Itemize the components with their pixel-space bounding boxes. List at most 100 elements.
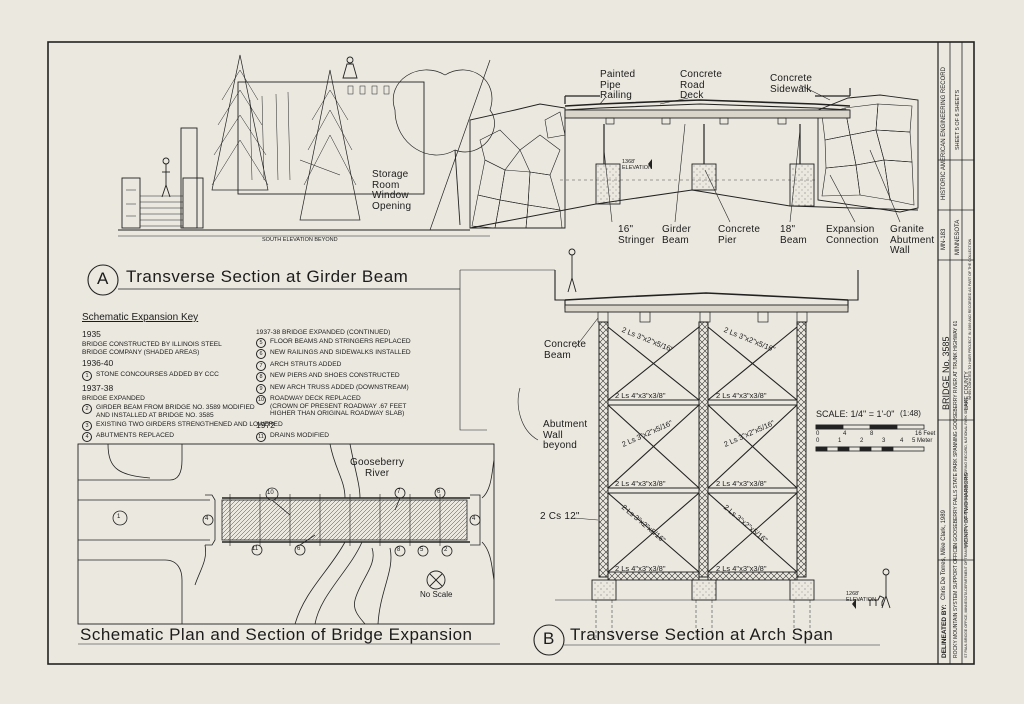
key-entry-text: 1936-40 [82, 358, 114, 369]
scale-feet-tick: 0 [816, 431, 820, 437]
key-entry-text: NEW RAILINGS AND SIDEWALKS INSTALLED [270, 349, 411, 357]
title-block-bridge-name: BRIDGE No. 3585 [941, 336, 951, 410]
scale-feet-tick: 8 [870, 431, 874, 437]
scale-ratio: (1:48) [900, 409, 921, 418]
key-entry-text: FLOOR BEAMS AND STRINGERS REPLACED [270, 337, 411, 345]
key-number-badge: 5 [256, 337, 266, 348]
section-a-letter: A [97, 269, 109, 288]
plan-key-number: 4 [472, 516, 476, 522]
callout-stringer: 16" Stringer [618, 224, 655, 246]
key-col2-entry: 11 DRAINS MODIFIED [256, 432, 411, 443]
key-col2-entry: 6 NEW RAILINGS AND SIDEWALKS INSTALLED [256, 349, 411, 360]
scale-meter-tick: 4 [900, 438, 904, 444]
plan-key-number: 8 [397, 547, 401, 553]
member-horizontal-6: 2 Ls 4"x3"x3/8" [716, 564, 767, 573]
river-label: Gooseberry River [350, 457, 405, 479]
title-block-location: IN GOOSEBERRY FALLS STATE PARK SPANNING … [953, 320, 959, 548]
plan-key-number: 4 [205, 516, 209, 522]
key-col2-entry: 10 ROADWAY DECK REPLACED (CROWN OF PRESEN… [256, 395, 411, 418]
key-entry-text: GIRDER BEAM FROM BRIDGE NO. 3589 MODIFIE… [96, 404, 255, 419]
plan-frame [77, 443, 495, 625]
key-entry-text: STONE CONCOURSES ADDED BY CCC [96, 370, 219, 378]
member-horizontal-5: 2 Ls 4"x3"x3/8" [615, 564, 666, 573]
section-b-letter: B [543, 629, 555, 648]
section-b-title: Transverse Section at Arch Span [570, 625, 834, 644]
section-a-elevation [118, 54, 495, 237]
section-b-marker [533, 624, 565, 656]
callout-18-beam: 18" Beam [780, 224, 807, 246]
plan-key-number: 6 [437, 489, 441, 495]
title-block-notes-2: WHEN DONATED TO HAER PROJECT IN 1989 AND… [968, 238, 972, 400]
key-entry-text: ROADWAY DECK REPLACED (CROWN OF PRESENT … [270, 395, 407, 418]
callout-abutment-wall: Abutment Wall beyond [543, 419, 588, 451]
key-number-badge: 6 [256, 349, 266, 360]
section-a-title: Transverse Section at Girder Beam [126, 267, 409, 286]
no-scale-label: No Scale [420, 590, 453, 599]
key-entry-text: EXISTING TWO GIRDERS STRENGTHENED AND LO… [96, 420, 283, 428]
key-number-badge: 11 [256, 432, 266, 443]
key-entry-text: DRAINS MODIFIED [270, 432, 329, 440]
title-block-state: MINNESOTA [955, 219, 961, 255]
key-col2-entry: 1937-38 BRIDGE EXPANDED (CONTINUED) [256, 329, 411, 337]
key-entry-text: NEW ARCH TRUSS ADDED (DOWNSTREAM) [270, 383, 409, 391]
member-horizontal-2: 2 Ls 4"x3"x3/8" [716, 391, 767, 400]
key-number-badge: 4 [82, 432, 92, 443]
scale-bar [815, 424, 925, 452]
key-entry-text: 1972 [256, 419, 275, 430]
callout-pipe-railing: Painted Pipe Railing [600, 69, 636, 101]
scale-meter-tick: 3 [882, 438, 886, 444]
key-column-2: 1937-38 BRIDGE EXPANDED (CONTINUED)5 FLOO… [256, 327, 411, 443]
member-horizontal-4: 2 Ls 4"x3"x3/8" [716, 479, 767, 488]
scale-label: SCALE: 1/4" = 1'-0" [816, 409, 895, 419]
title-block-sheet: SHEET 5 OF 6 SHEETS [955, 89, 961, 150]
elevation-marker-b [852, 599, 856, 609]
elevation-label-b: 1268' ELEVATION [846, 591, 877, 603]
key-col2-entry: 1972 [256, 419, 411, 431]
callout-expansion-connection: Expansion Connection [826, 224, 879, 246]
key-col1-entry: BRIDGE CONSTRUCTED BY ILLINOIS STEEL BRI… [82, 341, 283, 356]
section-b-leaders [517, 317, 599, 521]
key-col1-entry: BRIDGE EXPANDED [82, 395, 283, 403]
elevation-label-a: 1368' ELEVATION [622, 159, 653, 171]
south-elevation-note: SOUTH ELEVATION BEYOND [262, 237, 338, 243]
key-col2-entry: 5 FLOOR BEAMS AND STRINGERS REPLACED [256, 337, 411, 348]
key-col1-entry: 1936-40 [82, 359, 283, 369]
member-horizontal-3: 2 Ls 4"x3"x3/8" [615, 479, 666, 488]
plan-key-number: 2 [444, 547, 448, 553]
callout-concrete-pier: Concrete Pier [718, 224, 761, 246]
callout-girder-beam: Girder Beam [662, 224, 691, 246]
title-block-notes: ST PAUL BRIDGE OFFICE, MINNESOTA DEPARTM… [964, 398, 968, 658]
key-entry-text: BRIDGE EXPANDED [82, 394, 145, 402]
key-number-badge: 2 [82, 404, 92, 415]
plan-key-number: 5 [420, 547, 424, 553]
section-a-marker [87, 264, 119, 296]
callout-granite-wall: Granite Abutment Wall [890, 224, 935, 256]
key-number-badge: 8 [256, 372, 266, 383]
key-entry-text: 1937-38 [82, 382, 114, 393]
section-a-girder [469, 88, 919, 229]
section-link-leader [459, 269, 555, 431]
plan-key-number: 10 [267, 490, 274, 496]
title-block-program: HISTORIC AMERICAN ENGINEERING RECORD [941, 67, 947, 200]
plan-key-number: 1 [117, 514, 121, 520]
title-block-grid [938, 42, 974, 664]
plan-key-number: 7 [397, 489, 401, 495]
outer-border [47, 41, 975, 665]
key-number-badge: 10 [256, 395, 266, 406]
key-col1-entry: 2 GIRDER BEAM FROM BRIDGE NO. 3589 MODIFI… [82, 404, 283, 419]
callout-concrete-deck: Concrete Road Deck [680, 69, 723, 101]
scale-meter-tick: 5 Meter [912, 438, 933, 444]
scale-meter-tick: 1 [838, 438, 842, 444]
scale-meter-tick: 2 [860, 438, 864, 444]
plan-key-number: 11 [252, 546, 259, 552]
callout-storage-room: Storage Room Window Opening [372, 169, 412, 212]
elevation-marker-a [648, 159, 652, 169]
section-a-leaders [299, 84, 901, 223]
key-number-badge: 3 [82, 420, 92, 431]
